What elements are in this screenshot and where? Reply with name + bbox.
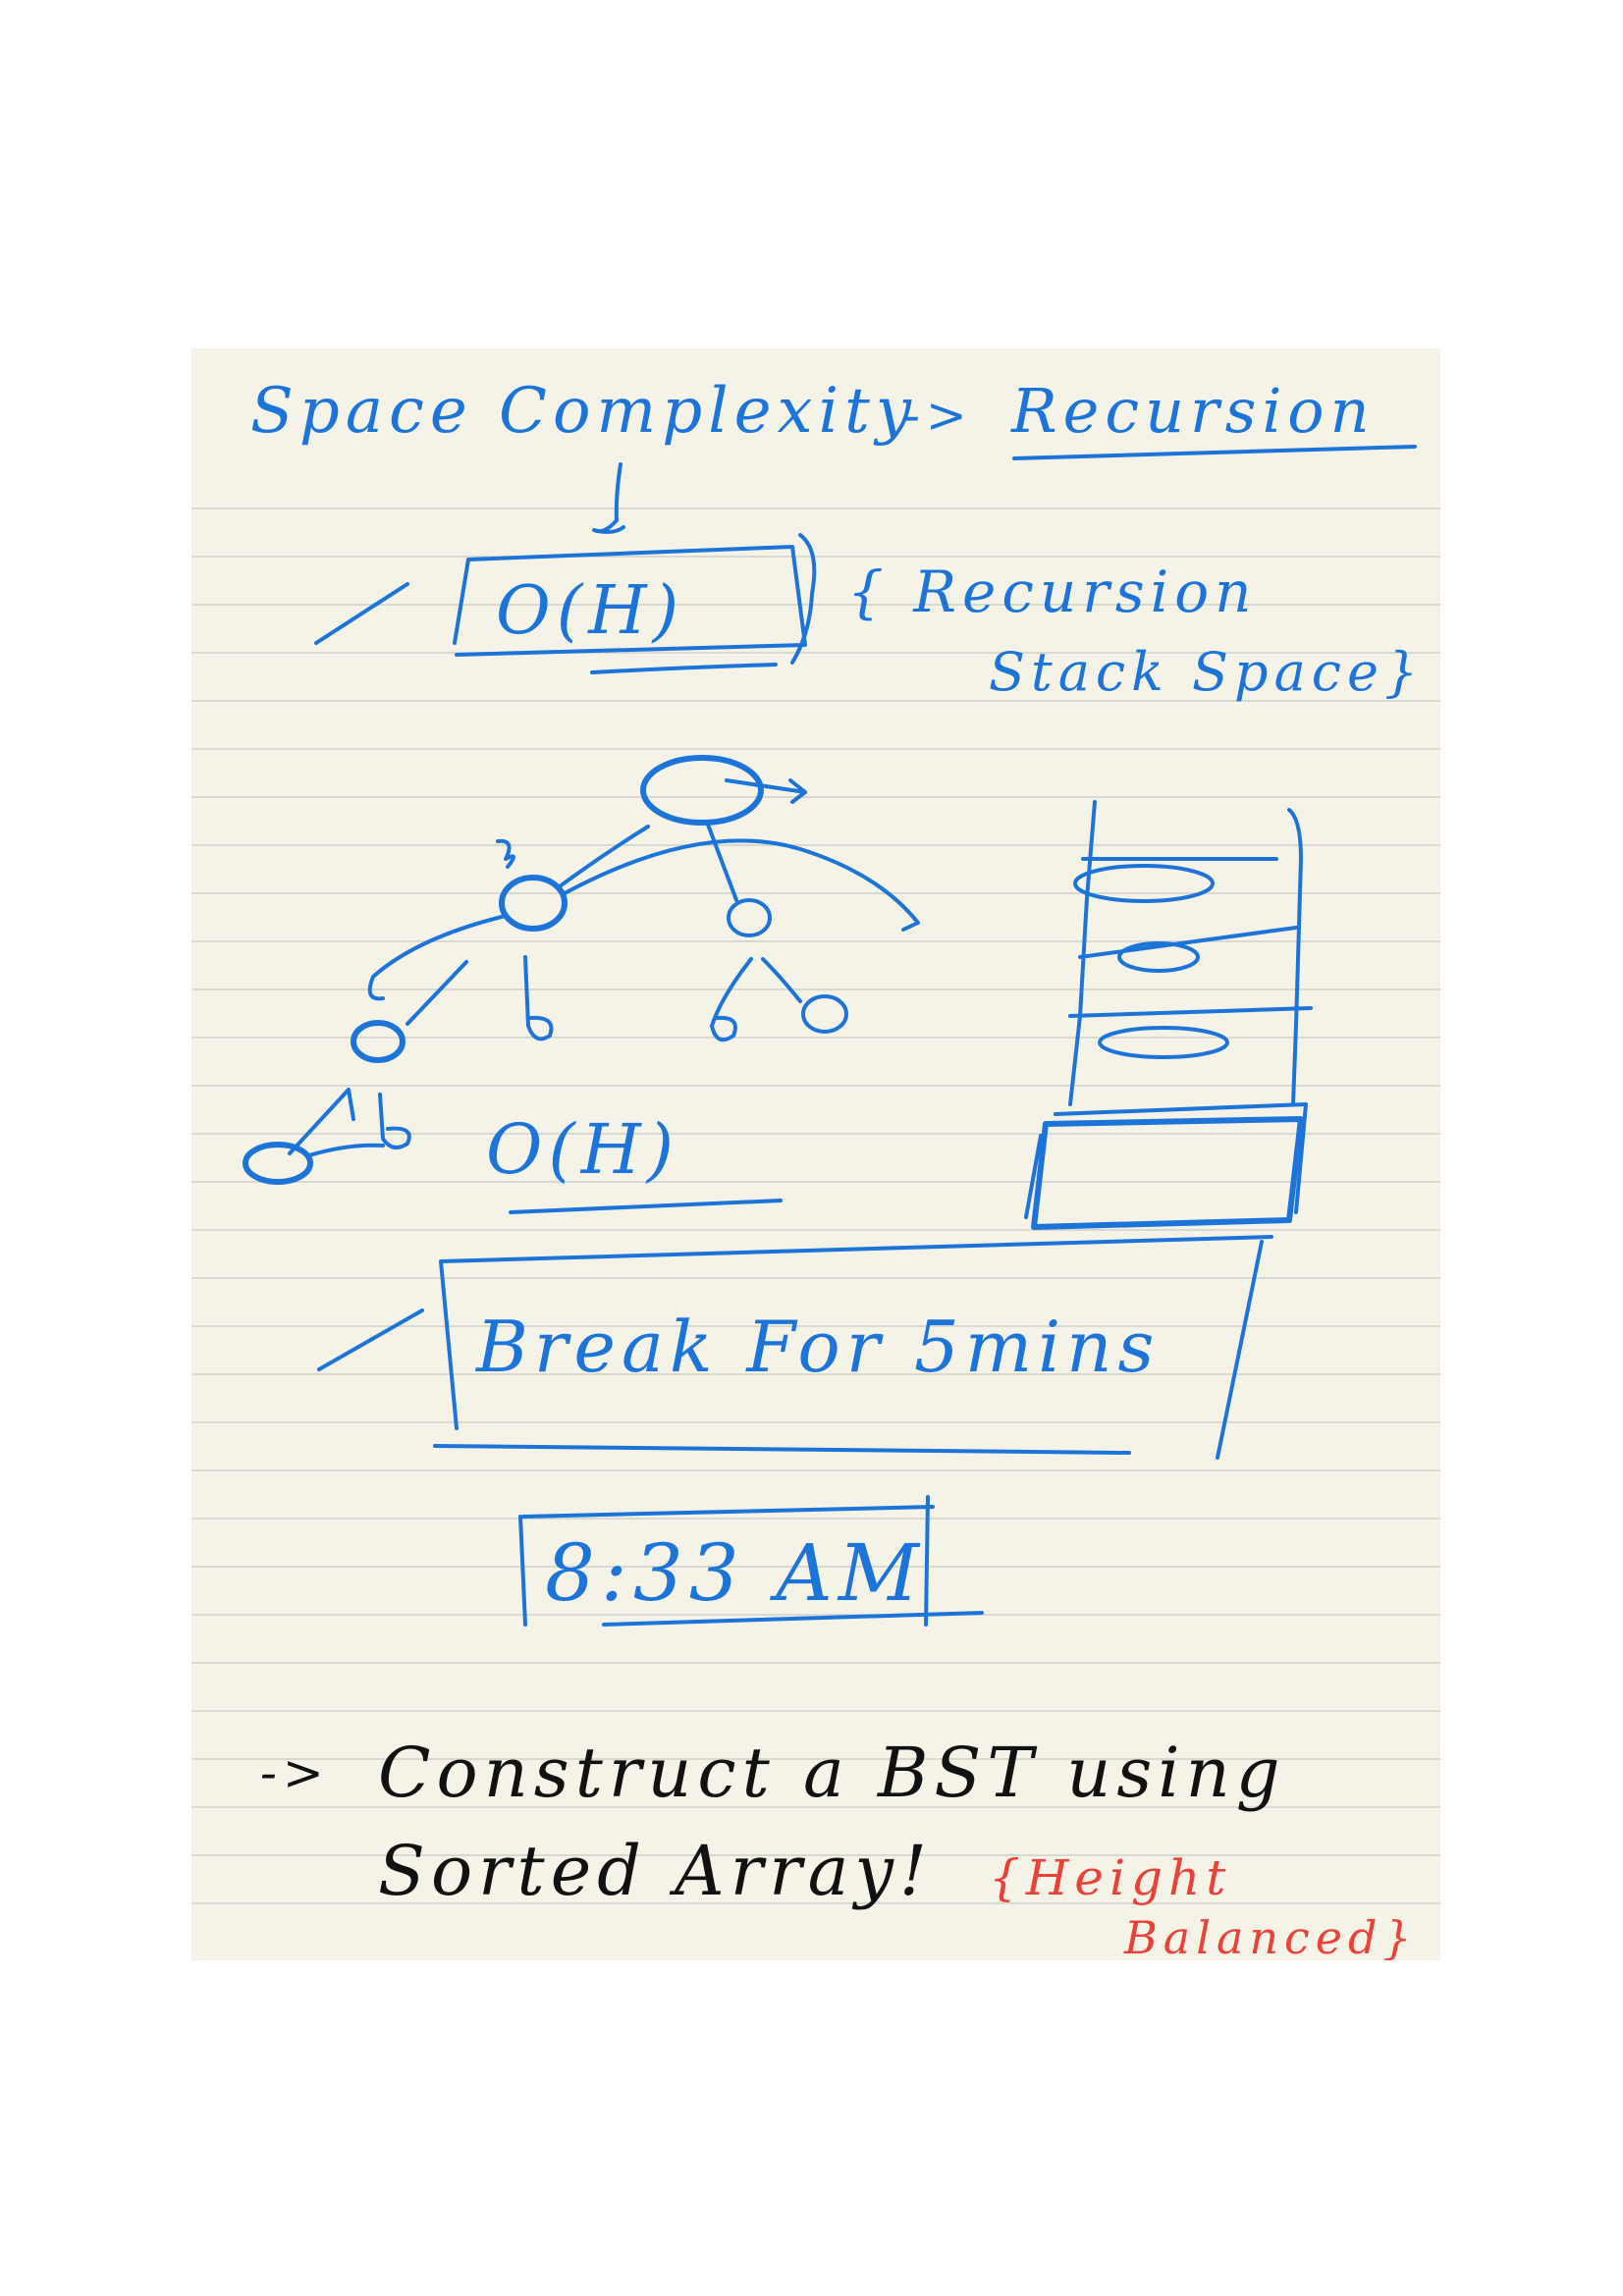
tree-node-left-right	[523, 955, 554, 1041]
complexity-box-text: O(H)	[496, 572, 684, 650]
box-pointer-stroke	[314, 582, 409, 645]
edge-left-leftleft-2	[406, 960, 468, 1026]
complexity-box-underline	[590, 663, 778, 674]
ruled-lines	[191, 507, 1440, 1904]
stack-base-box	[1031, 1116, 1304, 1230]
notebook-page: Space Complexity -> Recursion O(H) { Rec…	[191, 348, 1440, 1964]
tree-node-right-right	[801, 994, 848, 1034]
tree-node-bottom-left	[243, 1142, 313, 1185]
tree-node-right-left	[710, 957, 753, 1042]
stack-right-wall	[1287, 808, 1303, 1106]
edge-leftleft-children	[288, 1088, 355, 1155]
tree-diagram	[243, 755, 920, 1185]
visit-marker	[496, 838, 515, 869]
tree-node-right	[727, 898, 772, 937]
edge-root-right	[706, 823, 738, 902]
edge-root-left	[558, 825, 650, 888]
tree-root-node	[640, 755, 764, 826]
header-right-text: Recursion	[1010, 375, 1376, 447]
tree-node-bottom-right	[378, 1093, 411, 1149]
tree-complexity-underline	[509, 1199, 783, 1214]
edge-right-rightright	[761, 957, 802, 1003]
edge-bottom-link	[307, 1143, 385, 1157]
stack-frame-2	[1117, 941, 1200, 973]
task-line2: Sorted Array!	[378, 1831, 933, 1911]
stack-dividers	[1068, 857, 1313, 1018]
edge-left-leftleft	[367, 914, 508, 1001]
tree-complexity-text: O(H)	[486, 1109, 679, 1190]
stack-frame-1	[1073, 864, 1215, 903]
stack-note-line2: Stack Space}	[989, 641, 1424, 703]
header-underline	[1012, 445, 1417, 460]
stack-left-wall	[1068, 800, 1097, 1106]
tree-node-left-left	[351, 1020, 406, 1063]
down-arrow	[592, 462, 625, 534]
root-arrow	[725, 778, 807, 804]
stack-note-line1: { Recursion	[847, 559, 1257, 625]
complexity-box-outline	[453, 545, 807, 657]
header-left-text: Space Complexity	[250, 375, 917, 448]
time-text: 8:33 AM	[545, 1527, 925, 1619]
task-note-line1: {Height	[989, 1849, 1231, 1906]
break-text: Break For 5mins	[474, 1306, 1160, 1388]
header-arrow: ->	[903, 387, 973, 444]
recursion-stack	[1024, 800, 1313, 1230]
complexity-box-bracket	[790, 533, 817, 665]
break-box-outline	[439, 1235, 1273, 1460]
task-line1: Construct a BST using	[378, 1733, 1286, 1813]
break-pointer-stroke	[317, 1308, 424, 1371]
break-box-underline	[433, 1444, 1131, 1455]
time-box-underline	[602, 1611, 984, 1627]
task-note-line2: Balanced}	[1123, 1911, 1418, 1960]
stack-base-box-extra	[1024, 1102, 1308, 1219]
time-box-outline	[518, 1495, 935, 1627]
recursion-arc	[563, 838, 920, 932]
tree-node-left	[499, 875, 568, 932]
task-arrow: ->	[260, 1744, 330, 1801]
stack-frame-3	[1098, 1026, 1229, 1059]
